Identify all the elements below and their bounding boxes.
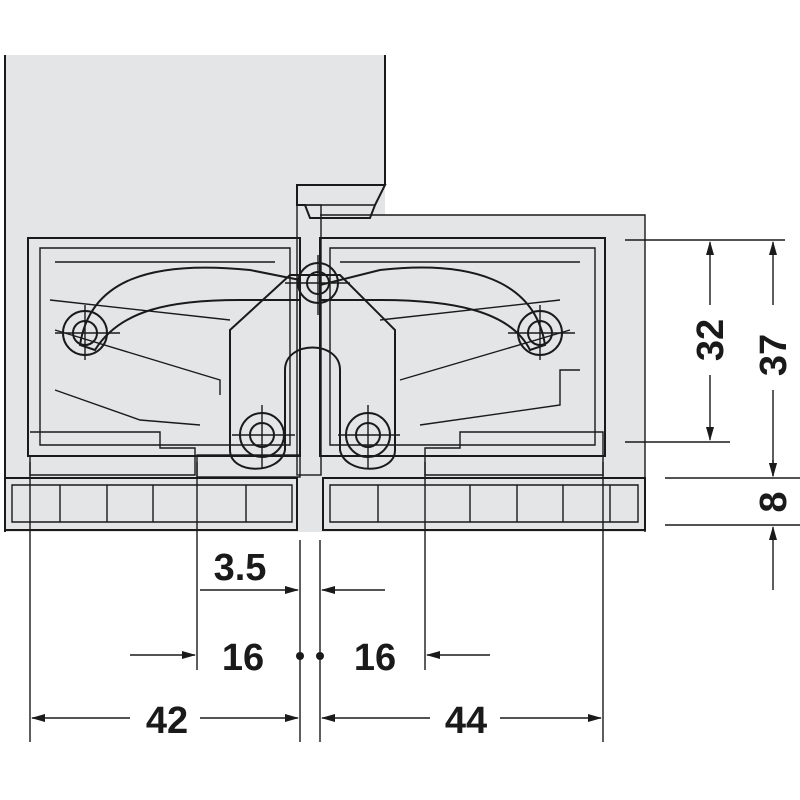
dim-label-32: 32 xyxy=(690,319,732,361)
dim-label-44: 44 xyxy=(445,700,487,742)
hinge-linkage xyxy=(78,266,547,470)
dimension-arrows xyxy=(31,241,777,722)
pivot-holes xyxy=(55,255,575,468)
dot-marker xyxy=(316,652,324,660)
door-panel xyxy=(4,55,646,532)
pivot-hole xyxy=(55,305,120,360)
dot-marker xyxy=(296,652,304,660)
dim-label-16-right: 16 xyxy=(354,637,396,679)
pivot-hole xyxy=(508,305,575,360)
dim-label-42: 42 xyxy=(146,700,188,742)
dim-label-37: 37 xyxy=(753,334,795,376)
dim-label-3-5: 3.5 xyxy=(214,547,267,589)
pivot-hole xyxy=(285,255,350,315)
pivot-hole xyxy=(338,405,400,468)
hinge-body-left xyxy=(27,237,301,478)
mounting-strip xyxy=(4,477,646,531)
extension-lines xyxy=(29,239,800,742)
dim-label-16-left: 16 xyxy=(222,637,264,679)
dim-label-8: 8 xyxy=(753,491,795,512)
pivot-hole xyxy=(232,405,295,468)
